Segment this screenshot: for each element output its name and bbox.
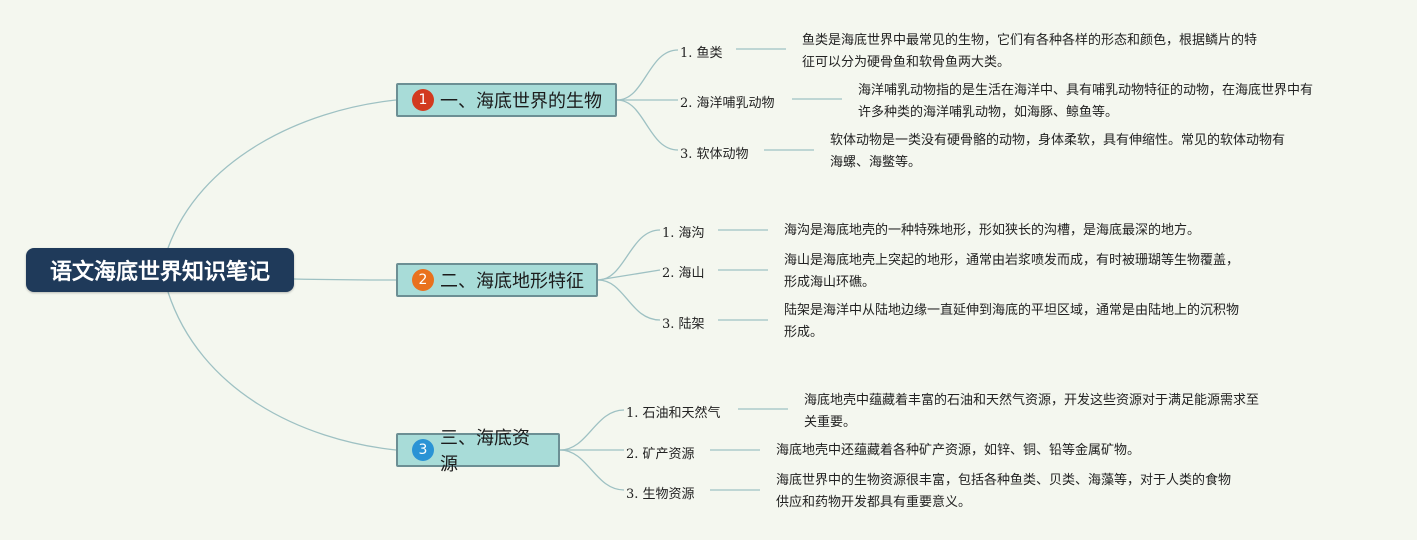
- root-branch-1-link: [167, 99, 397, 249]
- desc-node-3-1[interactable]: 海底地壳中蕴藏着丰富的石油和天然气资源，开发这些资源对于满足能源需求至 关重要。: [804, 393, 1260, 430]
- root-branch-3-link: [167, 291, 397, 451]
- b1-sub1-link: [616, 49, 679, 101]
- sub-node-1-2[interactable]: 2. 海洋哺乳动物: [680, 96, 775, 111]
- branch-node-1[interactable]: 1 一、海底世界的生物: [396, 83, 617, 117]
- sub-node-2-2[interactable]: 2. 海山: [662, 266, 705, 281]
- b3-sub3-link: [559, 449, 625, 491]
- sub-node-2-1[interactable]: 1. 海沟: [662, 226, 705, 241]
- desc-node-2-3[interactable]: 陆架是海洋中从陆地边缘一直延伸到海底的平坦区域，通常是由陆地上的沉积物 形成。: [784, 303, 1240, 340]
- desc-node-1-1[interactable]: 鱼类是海底世界中最常见的生物，它们有各种各样的形态和颜色，根据鳞片的特 征可以分…: [802, 33, 1258, 70]
- root-node[interactable]: 语文海底世界知识笔记: [26, 248, 294, 292]
- desc-node-3-2[interactable]: 海底地壳中还蕴藏着各种矿产资源，如锌、铜、铅等金属矿物。: [776, 443, 1141, 458]
- desc-node-1-3[interactable]: 软体动物是一类没有硬骨骼的动物，身体柔软，具有伸缩性。常见的软体动物有 海螺、海…: [830, 133, 1286, 170]
- b1-sub3-link: [616, 99, 679, 151]
- sub-node-1-1[interactable]: 1. 鱼类: [680, 46, 723, 61]
- branch-node-3[interactable]: 3 三、海底资源: [396, 428, 560, 475]
- desc-node-2-1[interactable]: 海沟是海底地壳的一种特殊地形，形如狭长的沟槽，是海底最深的地方。: [784, 223, 1201, 238]
- desc-node-3-3[interactable]: 海底世界中的生物资源很丰富，包括各种鱼类、贝类、海藻等，对于人类的食物 供应和药…: [776, 473, 1232, 510]
- branch-title-3: 三、海底资源: [440, 428, 530, 475]
- number-badge-3: 3: [412, 439, 434, 461]
- branch-title-2: 二、海底地形特征: [440, 271, 584, 292]
- sub-node-3-2[interactable]: 2. 矿产资源: [626, 447, 695, 462]
- root-title: 语文海底世界知识笔记: [49, 260, 270, 285]
- desc-node-2-2[interactable]: 海山是海底地壳上突起的地形，通常由岩浆喷发而成，有时被珊瑚等生物覆盖， 形成海山…: [784, 253, 1240, 290]
- sub-node-1-3[interactable]: 3. 软体动物: [680, 147, 749, 162]
- root-branch-2-link: [293, 278, 397, 281]
- branch-title-1: 一、海底世界的生物: [440, 91, 602, 112]
- b2-sub2-link: [597, 269, 661, 281]
- branch-node-2[interactable]: 2 二、海底地形特征: [396, 263, 598, 297]
- b3-sub1-link: [559, 409, 625, 451]
- b2-sub1-link: [597, 229, 661, 281]
- sub-node-3-3[interactable]: 3. 生物资源: [626, 487, 695, 502]
- number-badge-2: 2: [412, 269, 434, 291]
- b2-sub3-link: [597, 279, 661, 321]
- desc-node-1-2[interactable]: 海洋哺乳动物指的是生活在海洋中、具有哺乳动物特征的动物，在海底世界中有 许多种类…: [858, 83, 1314, 120]
- sub-node-3-1[interactable]: 1. 石油和天然气: [626, 406, 721, 421]
- number-badge-1: 1: [412, 89, 434, 111]
- sub-node-2-3[interactable]: 3. 陆架: [662, 317, 705, 332]
